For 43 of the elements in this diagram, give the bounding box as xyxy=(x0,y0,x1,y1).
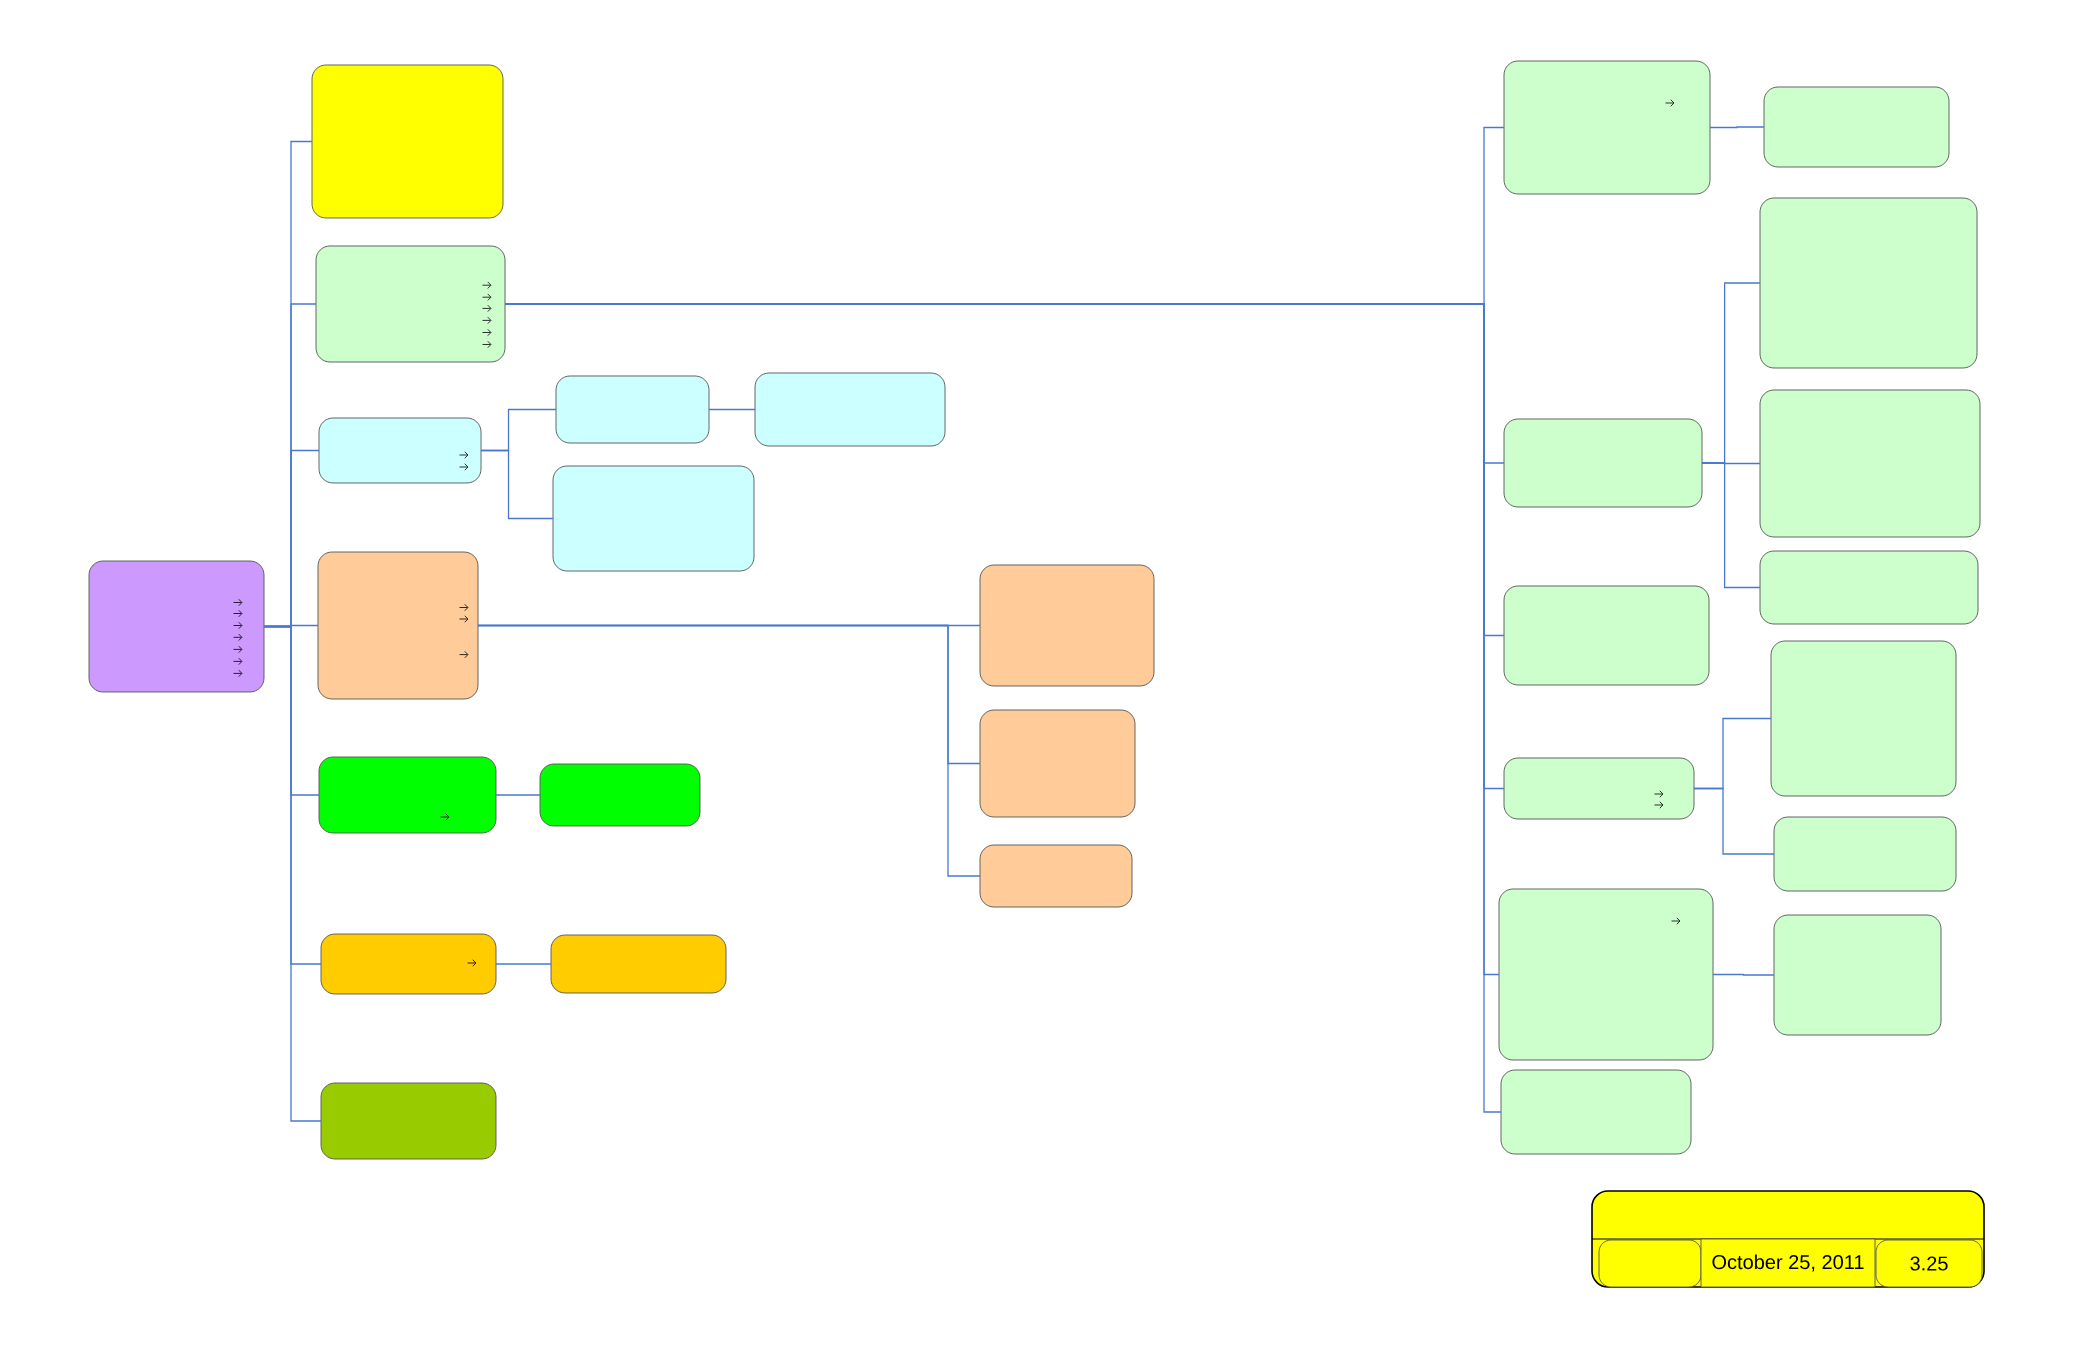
org-chart-box xyxy=(555,375,710,444)
org-chart-box xyxy=(979,844,1133,908)
connector-line xyxy=(477,624,981,877)
org-chart-box xyxy=(754,372,946,447)
org-chart-box xyxy=(1773,816,1957,892)
version-cell: 3.25 xyxy=(1875,1239,1983,1288)
connector-line xyxy=(504,303,1502,1113)
connector-line xyxy=(1701,462,1761,589)
org-chart-box xyxy=(1500,1069,1692,1155)
connector-line xyxy=(708,408,756,411)
connector-line xyxy=(1709,126,1765,129)
org-chart-box xyxy=(979,564,1155,687)
org-chart-box xyxy=(88,560,265,693)
org-chart-box xyxy=(1759,550,1979,625)
connector-line xyxy=(480,449,554,520)
org-chart-box xyxy=(317,551,479,700)
org-chart-box xyxy=(1759,389,1981,538)
org-chart-box xyxy=(1759,197,1978,369)
org-chart-box xyxy=(320,1082,497,1160)
org-chart-box xyxy=(1503,418,1703,508)
connector-line xyxy=(1693,787,1775,855)
org-chart-box xyxy=(550,934,727,994)
org-chart-box xyxy=(320,933,497,995)
org-chart-box xyxy=(311,64,504,219)
org-chart-box xyxy=(1503,757,1695,820)
org-chart-box xyxy=(315,245,506,363)
connector-line xyxy=(495,794,541,796)
org-chart-box xyxy=(1498,888,1714,1061)
org-chart-box xyxy=(539,763,701,827)
org-chart-box xyxy=(552,465,755,572)
org-chart-box xyxy=(1503,60,1711,195)
connector-line xyxy=(263,625,322,1122)
org-chart-box xyxy=(979,709,1136,818)
title-block-cell xyxy=(1598,1239,1702,1288)
org-chart-box xyxy=(318,756,497,834)
org-chart-box xyxy=(1773,914,1942,1036)
org-chart-box xyxy=(1770,640,1957,797)
connector-line xyxy=(1712,973,1775,976)
date-cell: October 25, 2011 xyxy=(1700,1238,1876,1288)
connector-line xyxy=(495,963,552,965)
org-chart-box xyxy=(1503,585,1710,686)
org-chart-box xyxy=(318,417,482,484)
org-chart-box xyxy=(1763,86,1950,168)
